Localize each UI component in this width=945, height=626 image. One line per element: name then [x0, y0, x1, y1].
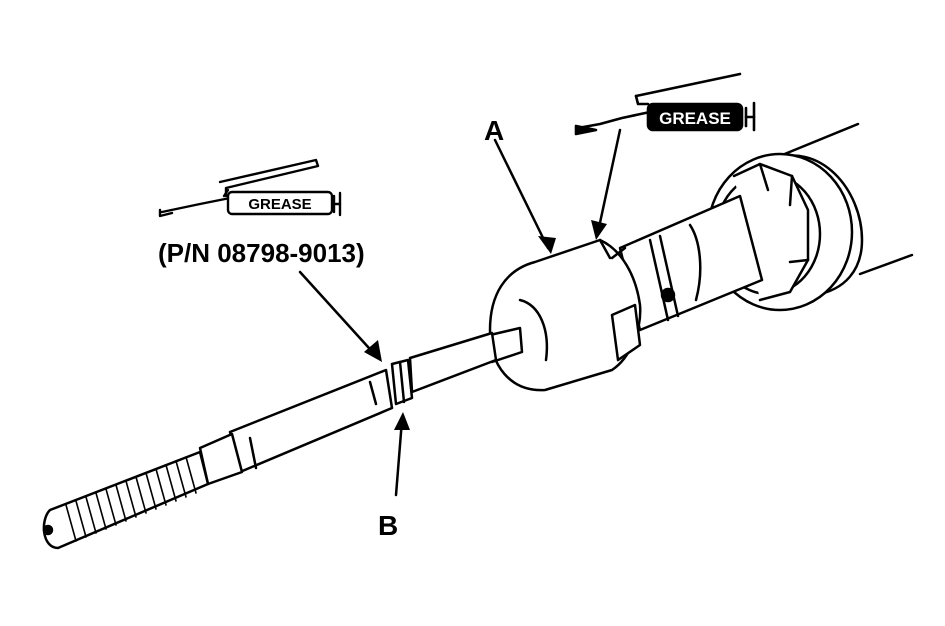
arrowheads [364, 220, 607, 430]
leader-a [493, 138, 550, 250]
part-number-label: (P/N 08798-9013) [158, 238, 365, 268]
grease-gun-icon-right [574, 72, 756, 136]
callout-a: A [484, 115, 504, 146]
tie-rod [42, 326, 524, 550]
ball-joint-housing [488, 238, 642, 392]
grease-label-right: GREASE [659, 109, 731, 128]
leader-part-number [298, 270, 380, 360]
grease-gun-icon-left [158, 158, 342, 218]
callout-b: B [378, 510, 398, 541]
grease-label-left: GREASE [248, 196, 311, 213]
threaded-end [42, 450, 210, 550]
leader-lines [298, 128, 622, 497]
lock-washer-hole [660, 287, 676, 303]
leader-b [394, 418, 404, 497]
leader-right-grease [596, 128, 622, 234]
